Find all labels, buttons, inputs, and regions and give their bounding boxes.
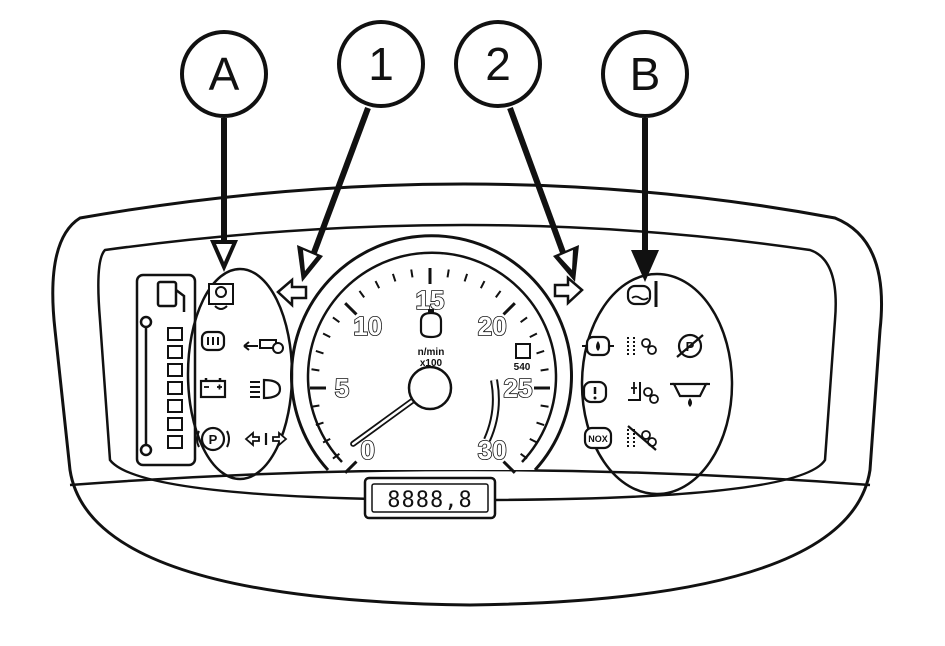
regeneration-inhibit-icon xyxy=(627,425,657,451)
group-a-outline xyxy=(186,267,294,481)
tach-minor-tick xyxy=(322,332,331,339)
pto-indicator: 540 xyxy=(514,343,531,373)
tach-minor-tick xyxy=(536,421,545,427)
tach-major-tick xyxy=(344,460,358,474)
tach-minor-tick xyxy=(536,349,545,355)
transmission-service-icon xyxy=(208,283,234,310)
tach-label-10: 10 xyxy=(353,311,382,341)
tach-label-30: 30 xyxy=(478,435,507,465)
dashboard-lower-bezel xyxy=(69,468,871,487)
tach-minor-tick xyxy=(479,280,486,289)
callout-arrows xyxy=(210,106,659,282)
tach-minor-tick xyxy=(391,273,397,282)
callout-b-label: B xyxy=(630,48,661,100)
exhaust-high-temp-icon xyxy=(628,382,659,404)
group-b-outline xyxy=(580,272,734,496)
warning-lights-group-b: P NOX xyxy=(580,272,734,496)
pto-icon xyxy=(515,343,531,359)
turn-left-arrow-icon xyxy=(276,277,308,308)
tach-minor-tick xyxy=(495,290,502,298)
turn-left-indicator xyxy=(276,277,308,308)
tach-minor-tick xyxy=(311,404,320,408)
tachometer-scale-labels: 0 5 10 15 20 25 30 xyxy=(334,284,533,466)
odometer-reading: 8888,8 xyxy=(387,488,472,513)
high-beam-icon xyxy=(250,378,282,400)
svg-text:NOX: NOX xyxy=(588,434,608,444)
odometer-display: 8888,8 xyxy=(363,476,497,520)
coolant-temperature-icon xyxy=(626,281,658,307)
callout-2-arrow xyxy=(507,106,568,260)
tach-minor-tick xyxy=(529,332,538,339)
turn-signal-trailer-icon xyxy=(244,431,288,447)
callout-1-label: 1 xyxy=(368,38,394,90)
tach-minor-tick xyxy=(332,316,340,323)
callout-2: 2 xyxy=(454,20,542,108)
trailer-indicator-icon xyxy=(243,339,284,354)
callout-1: 1 xyxy=(337,20,425,108)
tachometer-ticks xyxy=(310,268,550,474)
engine-preheat-icon xyxy=(200,330,226,352)
battery-icon xyxy=(199,378,227,399)
dpf-regeneration-icon xyxy=(627,337,657,355)
parking-brake-icon: P xyxy=(196,426,230,452)
tach-major-tick xyxy=(502,302,516,316)
fuel-gauge xyxy=(135,273,197,467)
pto-label: 540 xyxy=(514,362,531,373)
tachometer-hub xyxy=(407,365,453,411)
tach-minor-tick xyxy=(374,280,381,289)
callout-1-arrow xyxy=(309,106,371,260)
tach-minor-tick xyxy=(446,269,450,278)
tach-minor-tick xyxy=(463,273,469,282)
tach-minor-tick xyxy=(315,349,324,355)
tach-major-tick xyxy=(344,302,358,316)
engine-oil-pressure-icon xyxy=(582,335,614,357)
tach-minor-tick xyxy=(520,316,528,323)
tach-label-25: 25 xyxy=(504,373,533,403)
tach-label-5: 5 xyxy=(335,373,349,403)
tach-minor-tick xyxy=(540,368,549,372)
tachometer-inner-ring xyxy=(306,251,558,463)
tach-unit-bottom: x100 xyxy=(420,358,443,369)
svg-text:P: P xyxy=(209,432,218,447)
fuel-level-segments xyxy=(167,327,183,449)
callout-a-label: A xyxy=(209,48,240,100)
tach-minor-tick xyxy=(311,368,320,372)
tach-unit-top: n/min xyxy=(418,347,445,358)
tach-label-0: 0 xyxy=(361,435,375,465)
tach-minor-tick xyxy=(520,453,528,460)
tach-minor-tick xyxy=(315,421,324,427)
water-in-fuel-icon xyxy=(670,382,710,407)
turn-right-indicator xyxy=(553,275,584,306)
tach-minor-tick xyxy=(540,404,549,408)
warning-lights-group-a: P xyxy=(186,267,294,481)
turn-right-arrow-icon xyxy=(553,275,584,306)
fuel-pump-icon xyxy=(156,280,178,308)
parking-brake-off-icon: P xyxy=(676,333,704,359)
tachometer: 0 5 10 15 20 25 30 n/min x100 540 xyxy=(290,234,573,474)
tach-minor-tick xyxy=(322,437,331,444)
engine-warning-icon xyxy=(582,380,608,404)
callout-b: B xyxy=(601,30,689,118)
tach-minor-tick xyxy=(529,437,538,444)
tach-minor-tick xyxy=(332,453,340,460)
tach-label-20: 20 xyxy=(478,311,507,341)
callout-a: A xyxy=(180,30,268,118)
engine-icon xyxy=(419,309,443,339)
callout-2-label: 2 xyxy=(485,38,511,90)
tach-minor-tick xyxy=(410,269,414,278)
tach-major-tick xyxy=(502,460,516,474)
tach-minor-tick xyxy=(358,290,365,298)
nox-icon: NOX xyxy=(583,426,613,450)
